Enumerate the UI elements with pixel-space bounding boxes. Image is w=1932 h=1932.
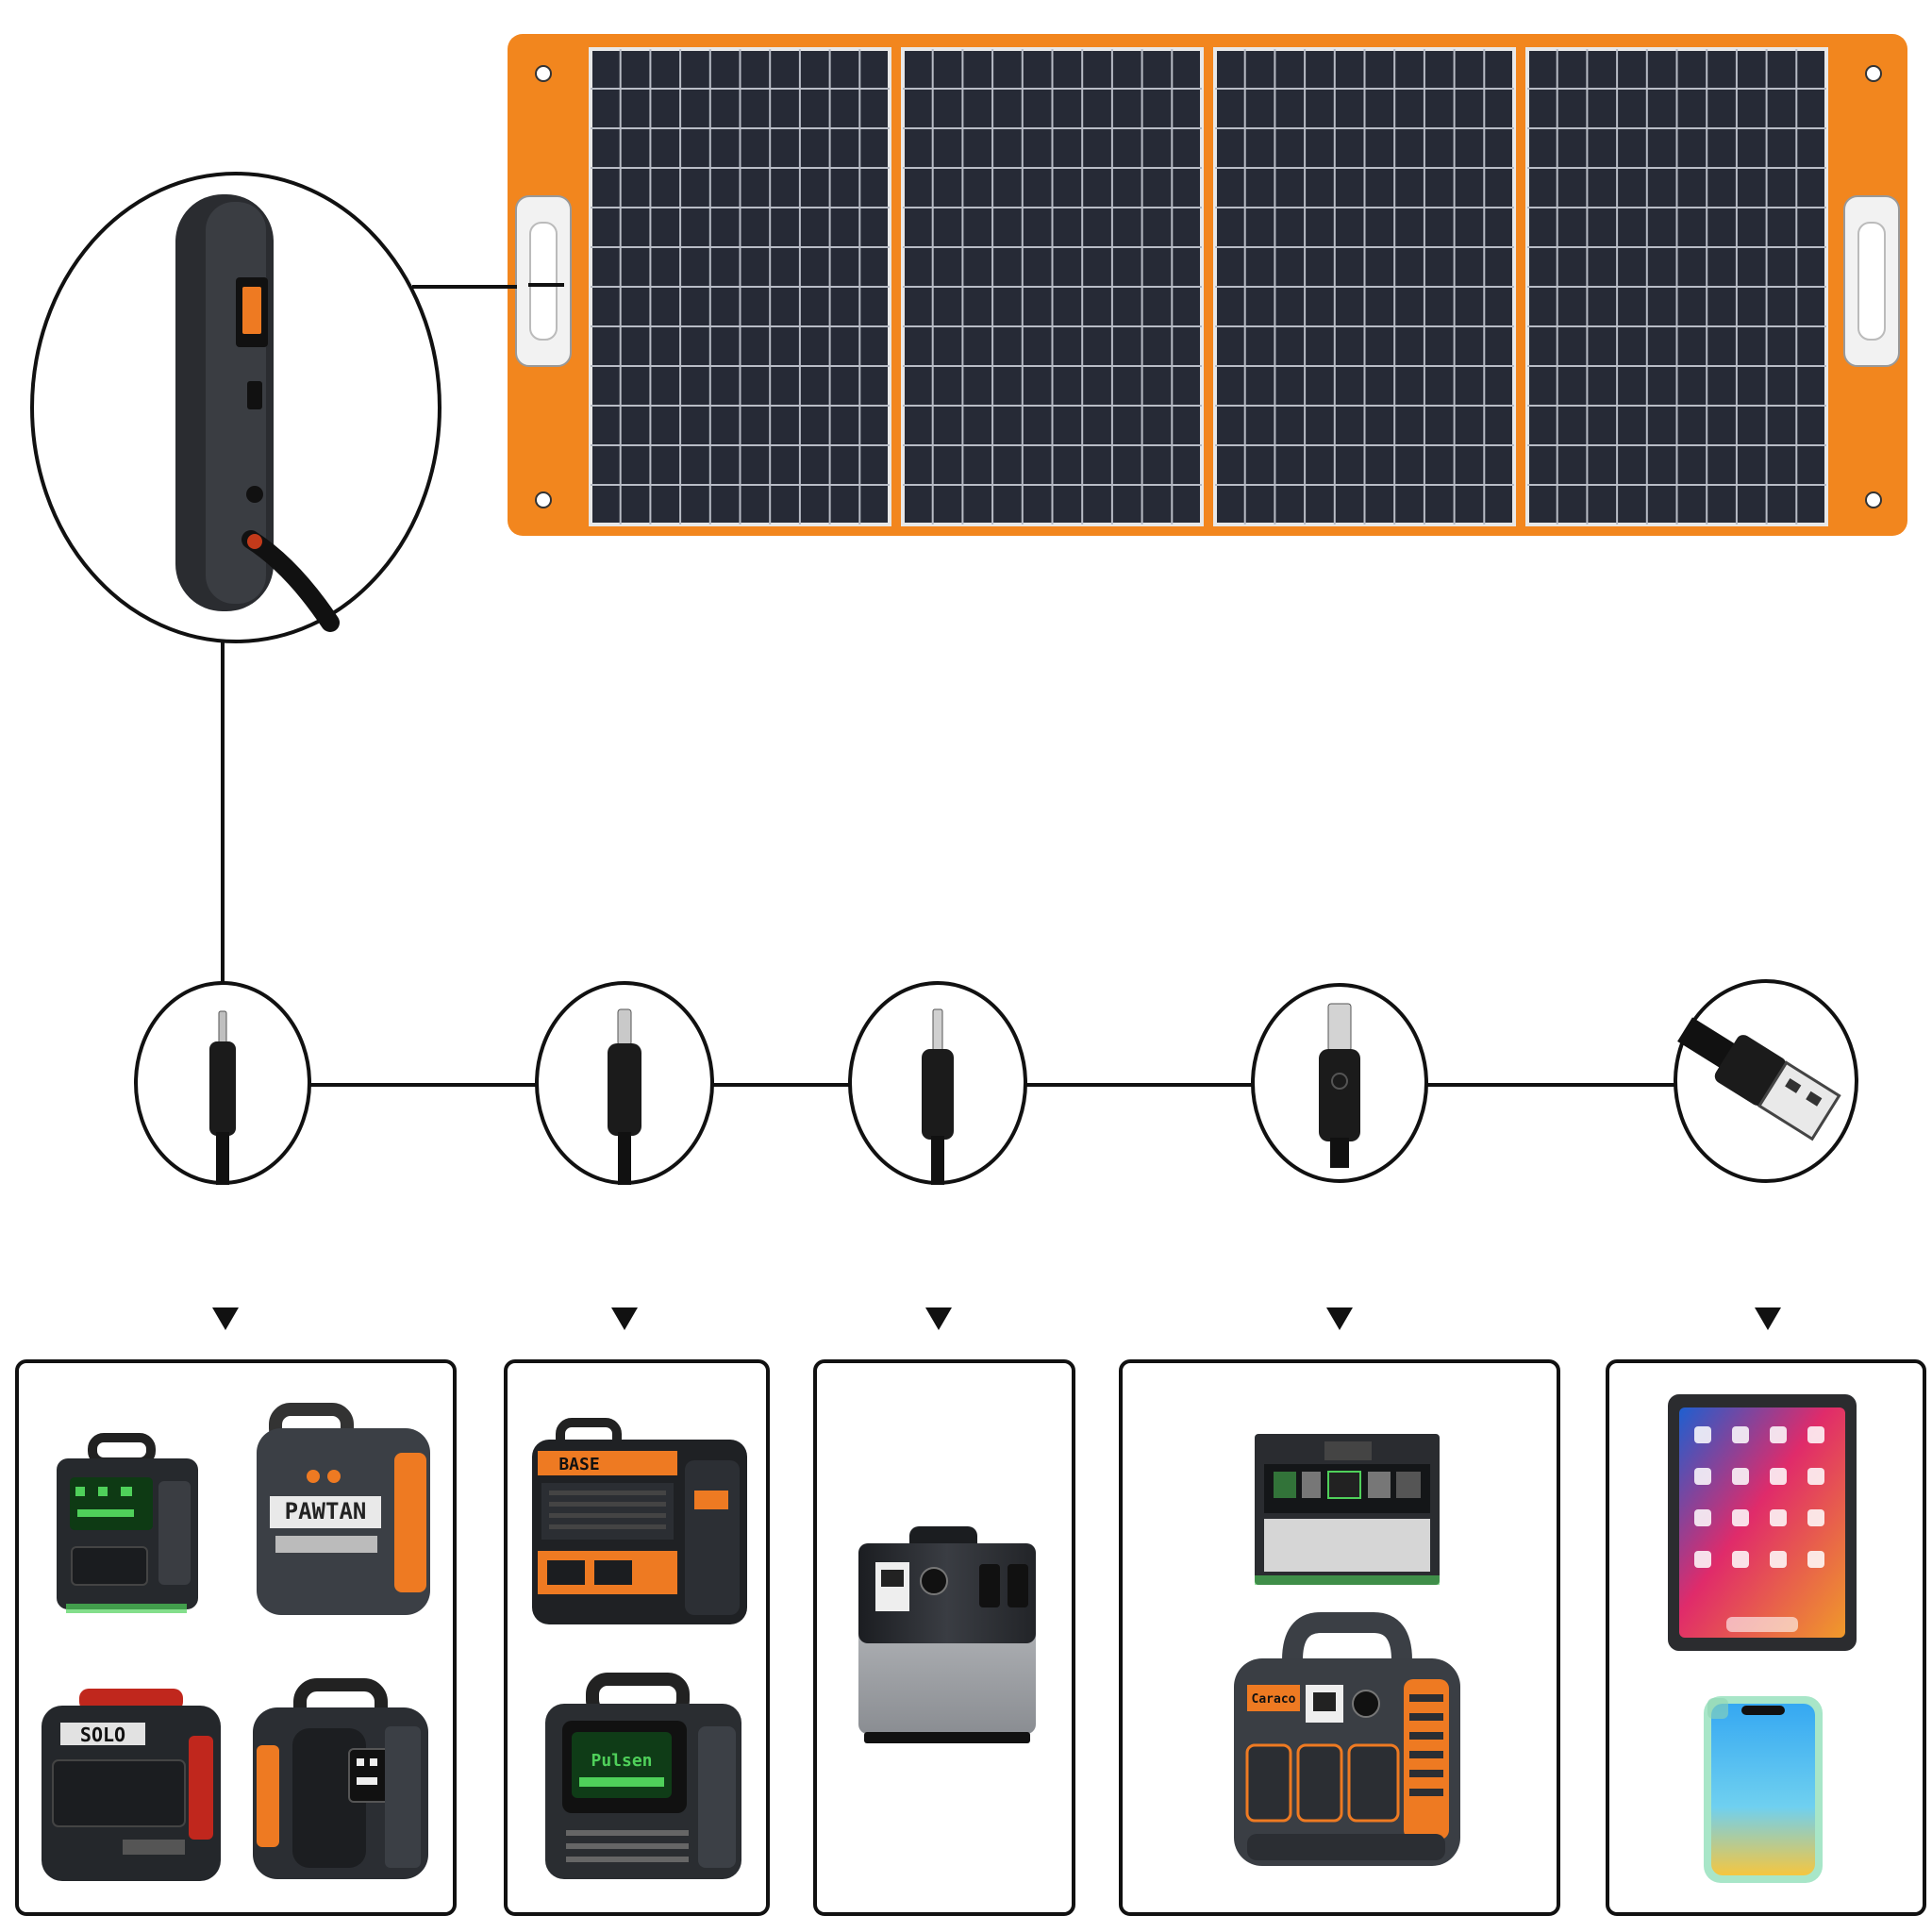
grommet-icon (1865, 491, 1882, 508)
app-icon (1807, 1468, 1824, 1485)
grommet-icon (535, 65, 552, 82)
anderson-style-plug-icon (1319, 1003, 1360, 1168)
app-icon (1732, 1468, 1749, 1485)
dc-plug-2 (535, 981, 714, 1185)
power-station (57, 1433, 198, 1613)
power-station: BASE (532, 1418, 747, 1624)
device-label: Caraco (1252, 1692, 1296, 1707)
panel-cells (589, 47, 1828, 526)
dc-barrel-plug-icon (209, 1010, 236, 1185)
power-station (858, 1526, 1036, 1743)
smartphone (1704, 1696, 1823, 1883)
app-icon (1807, 1551, 1824, 1568)
app-icon (1770, 1551, 1787, 1568)
down-arrow-icon (1326, 1307, 1353, 1330)
app-icon (1807, 1426, 1824, 1443)
down-arrow-icon (212, 1307, 239, 1330)
app-icon (1694, 1426, 1711, 1443)
power-station (253, 1678, 428, 1879)
power-station: PAWTAN (257, 1403, 430, 1615)
usb-output-port-icon (175, 194, 340, 632)
app-icon (1732, 1551, 1749, 1568)
down-arrow-icon (925, 1307, 952, 1330)
grommet-icon (1865, 65, 1882, 82)
dc-plug-1 (134, 981, 311, 1185)
power-station (1255, 1434, 1440, 1585)
down-arrow-icon (1755, 1307, 1781, 1330)
usb-a-plug (1674, 979, 1858, 1183)
power-station: Caraco (1234, 1612, 1460, 1866)
grommet-icon (535, 491, 552, 508)
app-icon (1732, 1509, 1749, 1526)
device-label: BASE (558, 1455, 599, 1474)
dc-plug-3 (848, 981, 1027, 1185)
solar-panel (508, 34, 1907, 536)
power-station: SOLO (42, 1689, 221, 1881)
dc-barrel-plug-icon (608, 1008, 641, 1185)
dc-plug-4 (1251, 983, 1428, 1183)
app-icon (1694, 1468, 1711, 1485)
right-handle (1843, 195, 1900, 367)
app-icon (1770, 1426, 1787, 1443)
app-icon (1770, 1509, 1787, 1526)
app-icon (1694, 1509, 1711, 1526)
dc-thin-plug-icon (922, 1008, 954, 1185)
app-icon (1694, 1551, 1711, 1568)
down-arrows (212, 1307, 1781, 1330)
tablet (1668, 1394, 1857, 1651)
app-icon (1732, 1426, 1749, 1443)
usb-a-plug-icon (1677, 1017, 1841, 1141)
app-icon (1807, 1509, 1824, 1526)
connector-row (134, 979, 1858, 1185)
device-label: PAWTAN (285, 1498, 367, 1524)
power-station: Pulsen (545, 1673, 741, 1879)
device-label: Pulsen (591, 1751, 652, 1771)
app-icon (1770, 1468, 1787, 1485)
down-arrow-icon (611, 1307, 638, 1330)
left-handle (515, 195, 572, 367)
device-label: SOLO (80, 1724, 125, 1746)
junction-box-callout (30, 172, 517, 985)
